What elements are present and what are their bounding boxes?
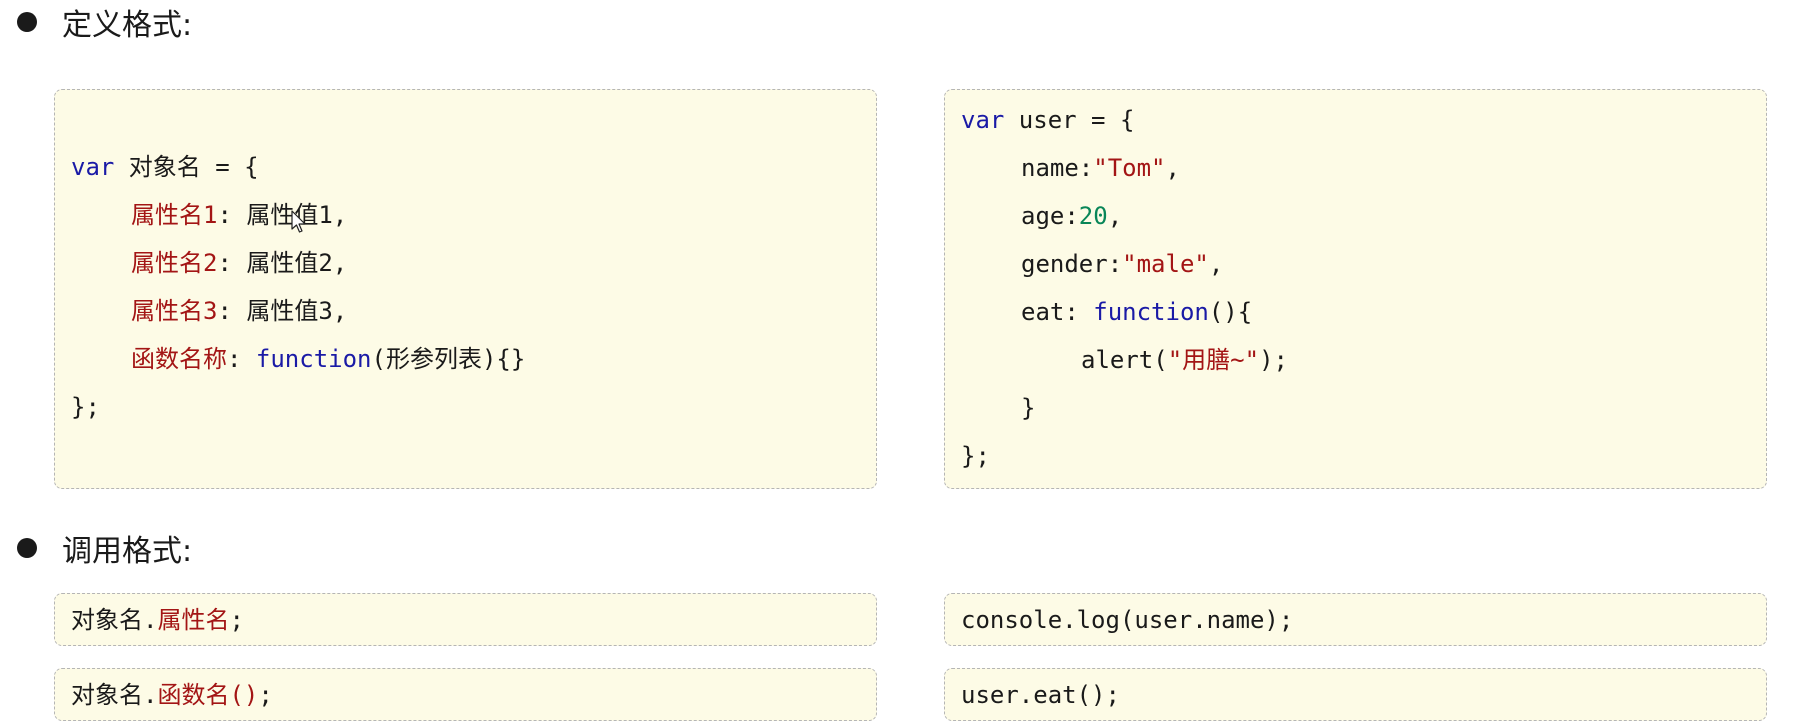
code-line: 属性名1: 属性值1, [131, 201, 348, 229]
code-line: alert("用膳~"); [1081, 346, 1288, 374]
code-line: }; [71, 393, 100, 421]
code-line: } [1021, 394, 1036, 422]
call-method-example: user.eat(); [944, 668, 1767, 721]
template-code-block: var 对象名 = { 属性名1: 属性值1, 属性名2: 属性值2, 属性名3… [54, 89, 877, 489]
code-line: 对象名.属性名; [71, 605, 244, 634]
bullet-icon [17, 538, 37, 558]
code-line: 属性名2: 属性值2, [131, 249, 348, 277]
code-line: var 对象名 = { [71, 153, 259, 181]
code-line: gender:"male", [1021, 250, 1224, 278]
code-line: 属性名3: 属性值3, [131, 297, 348, 325]
code-line: name:"Tom", [1021, 154, 1180, 182]
mouse-cursor-icon [291, 210, 306, 233]
call-method-template: 对象名.函数名(); [54, 668, 877, 721]
code-line: console.log(user.name); [961, 605, 1294, 634]
code-line: 对象名.函数名(); [71, 680, 273, 709]
heading-text: 调用格式: [62, 534, 193, 569]
heading-text: 定义格式: [62, 8, 193, 43]
code-line: age:20, [1021, 202, 1123, 230]
code-line: user.eat(); [961, 680, 1120, 709]
code-line: eat: function(){ [1021, 298, 1253, 326]
call-property-template: 对象名.属性名; [54, 593, 877, 646]
bullet-icon [17, 12, 37, 32]
code-line: }; [961, 442, 990, 470]
code-line: 函数名称: function(形参列表){} [131, 345, 526, 373]
call-property-example: console.log(user.name); [944, 593, 1767, 646]
code-line: var user = { [961, 106, 1135, 134]
example-code-block: var user = { name:"Tom", age:20, gender:… [944, 89, 1767, 489]
